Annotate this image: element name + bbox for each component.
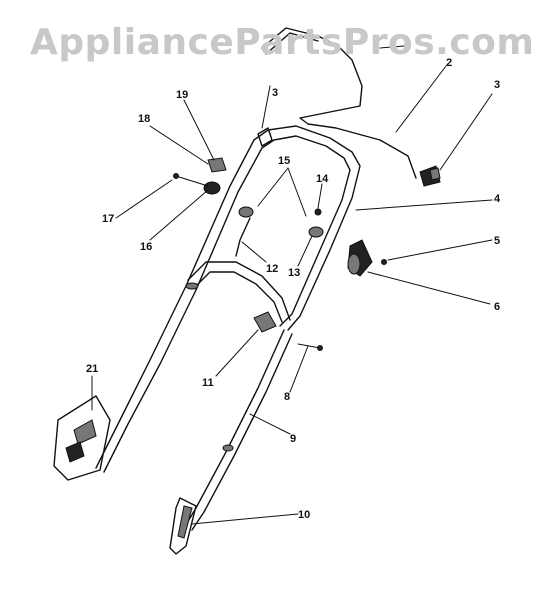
callout-10: 10 — [298, 509, 310, 521]
callout-11: 11 — [202, 377, 214, 389]
part-14-washer — [314, 208, 322, 216]
part-12-cable — [235, 217, 251, 257]
callout-13: 13 — [288, 267, 300, 279]
callout-5: 5 — [494, 235, 500, 247]
callout-21: 21 — [86, 363, 98, 375]
callout-12: 12 — [266, 263, 278, 275]
callout-17: 17 — [102, 213, 114, 225]
leader-lines — [91, 45, 493, 525]
part-5-screw — [381, 259, 387, 265]
part-3-clip — [419, 165, 441, 187]
callout-labels: 2 2 3 3 4 5 6 8 9 10 11 12 13 14 15 16 1… — [86, 41, 501, 521]
part-8-bolt — [297, 343, 323, 351]
callout-9: 9 — [290, 433, 296, 445]
watermark: AppliancePartsPros.com — [30, 22, 535, 63]
callout-19: 19 — [176, 89, 188, 101]
callout-2: 2 — [446, 57, 452, 69]
callout-3-right: 3 — [494, 79, 500, 91]
callout-4: 4 — [494, 193, 501, 205]
callout-2a: 2 — [404, 41, 410, 53]
part-19-knob — [207, 157, 227, 173]
part-9-lower-handle — [95, 261, 293, 531]
callout-8: 8 — [284, 391, 290, 403]
part-15-knob — [238, 206, 324, 238]
part-3-clip-upper — [257, 127, 273, 147]
part-2-control-bail — [261, 27, 417, 179]
callout-18: 18 — [138, 113, 150, 125]
part-6-cable-guide — [347, 239, 373, 277]
callout-14: 14 — [316, 173, 329, 185]
part-10-handle-end — [169, 497, 197, 555]
callout-15: 15 — [278, 155, 290, 167]
part-17-bolt — [173, 173, 209, 187]
callout-3-left: 3 — [272, 87, 278, 99]
part-21-mounting-bracket — [53, 395, 111, 481]
part-4-upper-handle — [185, 125, 361, 331]
callout-6: 6 — [494, 301, 500, 313]
callout-16: 16 — [140, 241, 152, 253]
part-11-knob — [253, 311, 277, 333]
part-16-spacer — [203, 181, 221, 195]
